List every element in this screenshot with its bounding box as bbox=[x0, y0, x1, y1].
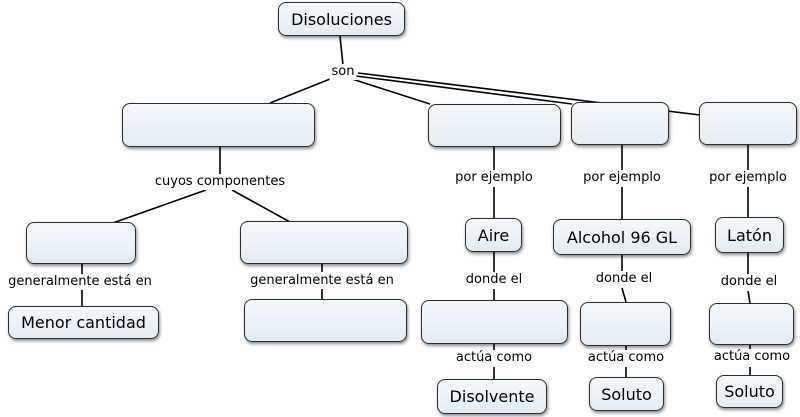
link-branch-2-acts: actúa como bbox=[453, 350, 535, 366]
concept-branch-2-example[interactable]: Aire bbox=[465, 218, 522, 252]
connector-b4-link-component bbox=[747, 290, 751, 304]
concept-branch-1-right[interactable] bbox=[240, 221, 408, 264]
link-root-son: son bbox=[329, 64, 357, 80]
link-branch-1-left-location: generalmente está en bbox=[6, 274, 154, 290]
concept-branch-3-component[interactable] bbox=[580, 302, 671, 346]
connector-son-branch-2 bbox=[351, 78, 431, 105]
link-branch-1-right-location: generalmente está en bbox=[248, 273, 396, 289]
concept-branch-2-component[interactable] bbox=[421, 300, 568, 344]
link-branch-4-acts: actúa como bbox=[711, 349, 793, 365]
link-branch-2-where: donde el bbox=[463, 272, 525, 288]
concept-branch-2-role[interactable]: Disolvente bbox=[437, 379, 547, 414]
link-branch-3-acts: actúa como bbox=[585, 350, 667, 366]
concept-branch-4-role[interactable]: Soluto bbox=[716, 375, 783, 408]
concept-branch-2[interactable] bbox=[428, 104, 561, 147]
connector-root-son bbox=[339, 35, 344, 66]
concept-branch-1-left-result[interactable]: Menor cantidad bbox=[8, 306, 159, 339]
concept-branch-4-example[interactable]: Latón bbox=[715, 217, 784, 253]
connector-b1-link-right bbox=[231, 189, 291, 223]
concept-branch-1[interactable] bbox=[122, 103, 315, 147]
concept-branch-1-right-result[interactable] bbox=[244, 299, 407, 342]
connector-b1-link-left bbox=[109, 189, 207, 225]
link-branch-4-example: por ejemplo bbox=[707, 170, 789, 186]
concept-branch-3-example[interactable]: Alcohol 96 GL bbox=[553, 219, 691, 255]
concept-branch-3-role[interactable]: Soluto bbox=[589, 377, 664, 411]
connector-son-branch-1 bbox=[269, 78, 331, 104]
concept-branch-3[interactable] bbox=[571, 102, 669, 145]
link-branch-1-components: cuyos componentes bbox=[152, 174, 288, 190]
connector-b3-link-component bbox=[621, 287, 627, 303]
concept-branch-1-left[interactable] bbox=[26, 222, 136, 264]
concept-root[interactable]: Disoluciones bbox=[278, 2, 405, 36]
link-branch-2-example: por ejemplo bbox=[453, 170, 535, 186]
link-branch-3-where: donde el bbox=[593, 271, 655, 287]
concept-branch-4[interactable] bbox=[699, 102, 797, 145]
concept-branch-4-component[interactable] bbox=[709, 303, 794, 345]
link-branch-4-where: donde el bbox=[718, 274, 780, 290]
connector-son-branch-3 bbox=[355, 75, 573, 105]
link-branch-3-example: por ejemplo bbox=[581, 170, 663, 186]
